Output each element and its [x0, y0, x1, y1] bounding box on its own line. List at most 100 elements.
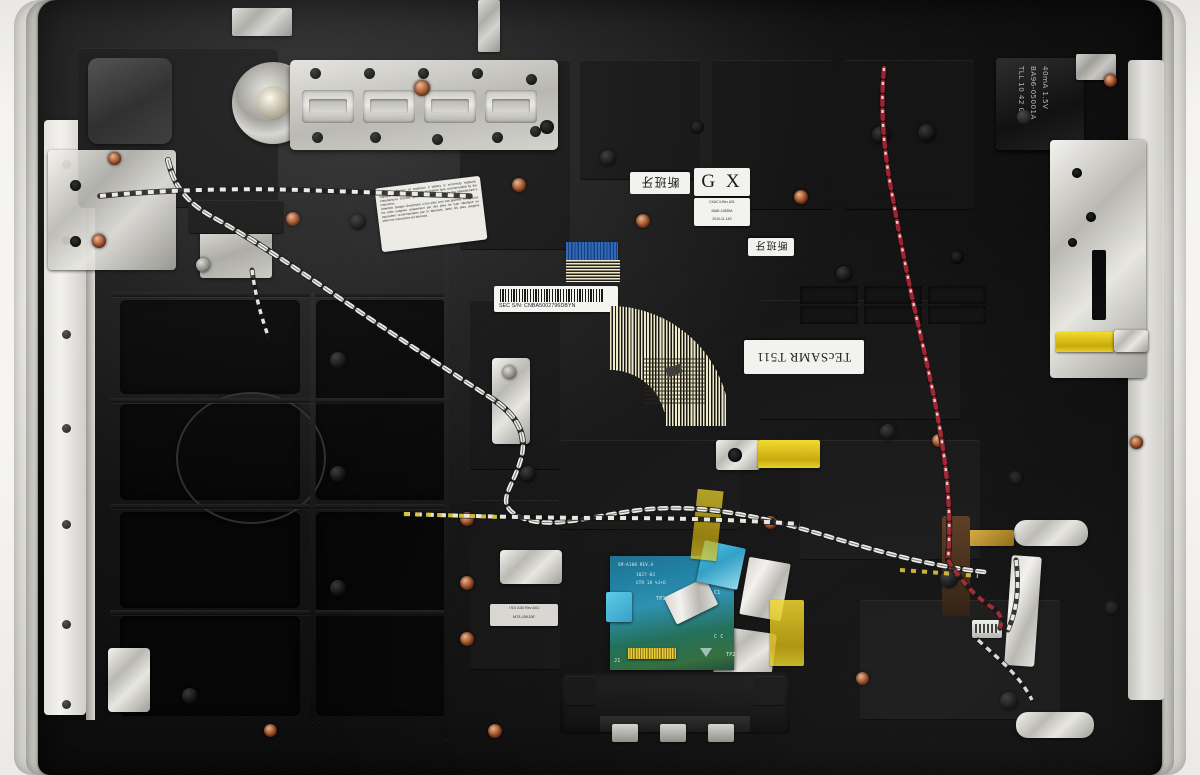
chassis-recess: [120, 300, 300, 394]
bracket-hole: [310, 68, 321, 79]
part-rev-line3: 2010-11-14S: [712, 217, 732, 222]
shield-cutout: [1092, 250, 1106, 320]
left-hinge-plate: [48, 150, 176, 270]
chassis-recess: [120, 616, 300, 716]
kapton-tape-strip-mid: [758, 440, 820, 468]
edge-rivet: [62, 520, 71, 529]
screw-boss: [600, 150, 616, 166]
top-clip: [232, 8, 292, 36]
pcb-silk-line1: SM-A100 REV.A: [618, 562, 654, 567]
cjk-inspection-sticker-2: 断班牙: [748, 238, 794, 256]
copper-screw: [92, 234, 106, 248]
chassis-clip: [500, 550, 562, 584]
screw-boss: [918, 124, 936, 142]
screw-hole: [1072, 168, 1082, 178]
touchpad-button-clip: [660, 724, 686, 742]
bracket-slot: [424, 90, 476, 123]
structural-rib: [444, 240, 449, 740]
edge-rivet: [62, 620, 71, 629]
structural-rib: [110, 610, 450, 615]
touchpad-button-clip: [612, 724, 638, 742]
pcb-silk-c1: C1: [714, 590, 721, 596]
copper-screw: [414, 80, 430, 96]
chassis-pad: [928, 306, 986, 324]
chassis-pad: [800, 286, 858, 304]
blue-flex-tape-2: [606, 592, 632, 622]
silver-screw: [196, 258, 210, 272]
chassis-pad: [864, 286, 922, 304]
chassis-pad: [864, 306, 922, 324]
screw-hole: [1008, 470, 1024, 486]
copper-screw: [460, 632, 474, 646]
kapton-tape-strip: [1056, 332, 1114, 352]
small-rev-line2: M75-43KJ0E: [513, 615, 535, 620]
screw-hole: [950, 250, 964, 264]
right-clip: [1014, 520, 1088, 546]
structural-rib: [110, 398, 450, 403]
touchpad-button-clip: [708, 724, 734, 742]
copper-screw: [264, 724, 277, 737]
copper-screw: [764, 516, 777, 529]
screw-boss: [940, 570, 958, 588]
chassis-pad: [928, 286, 986, 304]
screw-boss: [330, 352, 346, 368]
bracket-hole: [432, 134, 443, 145]
chassis-bracket: [200, 228, 272, 278]
chassis-pad: [800, 306, 858, 324]
brown-flex-cable: [942, 516, 970, 616]
right-speaker-module: [996, 58, 1084, 150]
screw-boss: [880, 424, 896, 440]
pcb-silk-j1: J1: [614, 658, 621, 664]
pcb-silk-cc: C C: [714, 634, 724, 640]
gx-grade-sticker: G X: [694, 168, 750, 196]
bracket-hole: [530, 126, 541, 137]
small-rev-line1: I SG A30 Rev A01: [508, 606, 540, 610]
bracket-slot: [363, 90, 415, 123]
left-chassis-edge-rail: [86, 120, 95, 720]
screw-hole: [1104, 600, 1120, 616]
jst-connector-pins: [975, 624, 999, 633]
bracket-hole: [526, 74, 537, 85]
copper-screw: [460, 512, 474, 526]
pcb-yellow-connector: [628, 648, 676, 659]
screw-boss: [836, 266, 852, 282]
touchpad-post: [754, 676, 784, 706]
screw-boss: [1000, 692, 1018, 710]
shield-tab: [1114, 330, 1148, 352]
handwritten-model-label: TEcSAMR T511: [744, 340, 864, 374]
copper-screw: [460, 576, 474, 590]
copper-screw: [856, 672, 869, 685]
kapton-tape-pcb: [770, 600, 804, 666]
edge-rivet: [62, 700, 71, 709]
part-revision-sticker: CKAC li;Rev A01 BA81-10639A 2010-11-14S: [694, 198, 750, 226]
flat-flex-ribbon-cable: [566, 238, 726, 428]
edge-rivet: [62, 424, 71, 433]
structural-rib: [110, 292, 450, 297]
pcb-polarity-marker: [700, 648, 712, 657]
screw-boss: [330, 580, 346, 596]
pcb-silk-tp2: TP2: [726, 652, 736, 658]
copper-screw: [108, 152, 121, 165]
screw-boss: [520, 466, 536, 482]
bracket-hole: [312, 132, 323, 143]
screw-hole: [540, 120, 554, 134]
part-rev-line2: BA81-10639A: [711, 208, 733, 213]
silver-screw: [503, 366, 516, 379]
screw-boss: [872, 126, 890, 144]
copper-screw: [932, 434, 945, 447]
screw-boss: [182, 688, 198, 704]
screw-hole: [690, 120, 704, 134]
gold-flex-tab: [968, 530, 1014, 546]
bracket-slot: [302, 90, 354, 123]
structural-rib: [310, 292, 315, 722]
top-clip: [478, 0, 500, 52]
pcb-silk-line3: GTR 10 %J+D: [636, 580, 666, 585]
pcb-silk-tp: TP1: [656, 596, 666, 602]
bracket-hole: [492, 132, 503, 143]
chassis-recess: [120, 512, 300, 608]
screw-hole: [1086, 212, 1096, 222]
copper-screw: [286, 212, 300, 226]
chassis-panel: [470, 500, 560, 670]
bracket-hole: [370, 132, 381, 143]
